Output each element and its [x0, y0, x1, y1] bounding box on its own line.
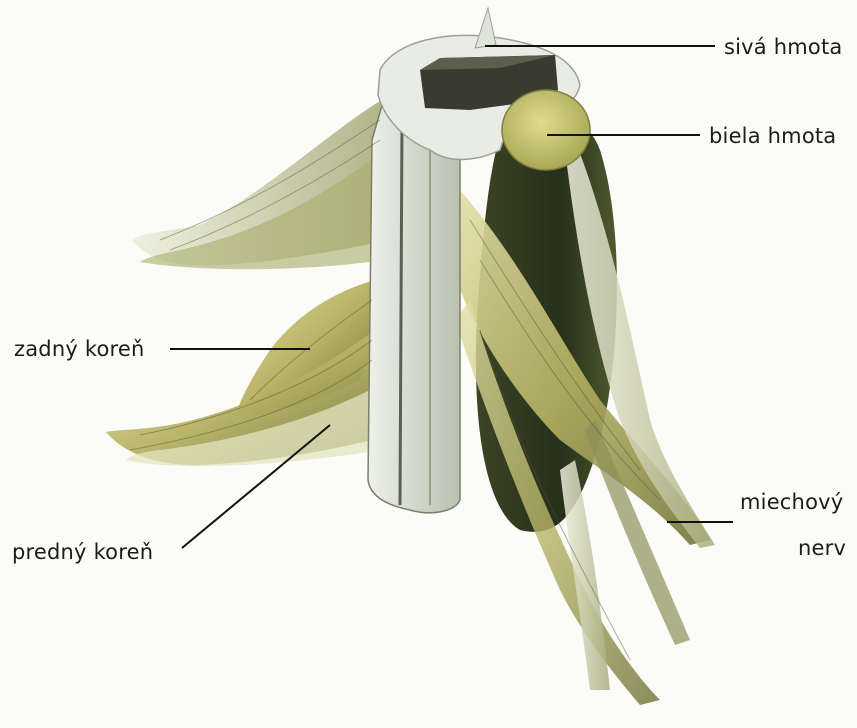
label-dorsal-root: zadný koreň	[14, 337, 145, 361]
dorsal-septum-spike	[475, 8, 496, 48]
anterior-fissure	[400, 120, 402, 505]
label-spinal-nerve-line1: miechový	[740, 490, 843, 514]
white-matter-shape	[502, 90, 590, 170]
label-white-matter: biela hmota	[709, 124, 836, 148]
label-ventral-root: predný koreň	[12, 540, 153, 564]
label-spinal-nerve-line2: nerv	[798, 536, 846, 560]
label-gray-matter: sivá hmota	[724, 35, 842, 59]
